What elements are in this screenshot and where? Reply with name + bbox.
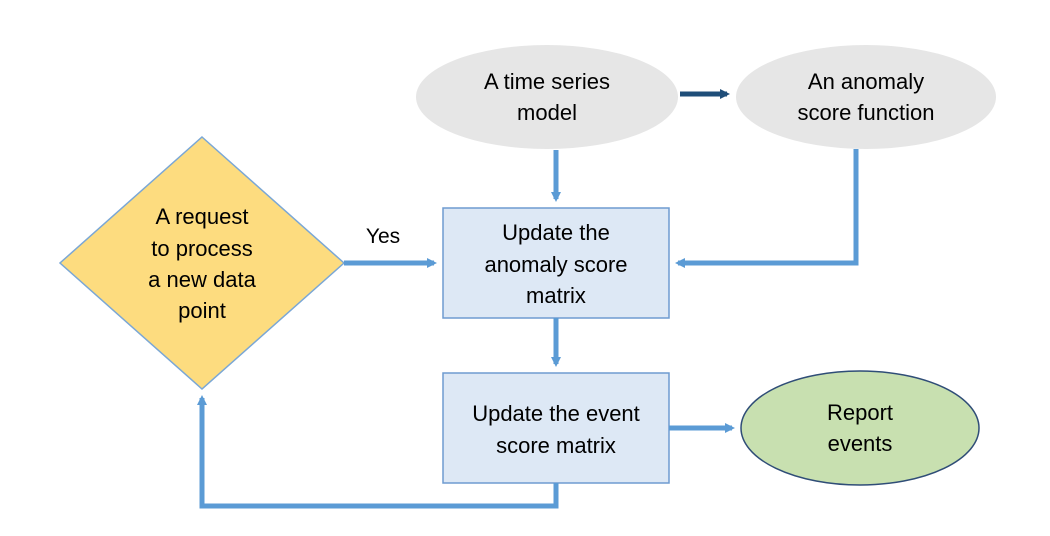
time-series-model-shape: [416, 45, 678, 149]
node-update-anomaly-matrix: Update the anomaly score matrix: [442, 207, 670, 319]
request-decision-label-line1: A request: [156, 204, 249, 229]
request-decision-label-line2: to process: [151, 236, 253, 261]
request-decision-shape: [58, 135, 346, 391]
request-decision-label-line3: a new data: [148, 267, 256, 292]
update-anomaly-matrix-label-line2: anomaly score: [484, 252, 627, 277]
update-event-matrix-label-line2: score matrix: [496, 433, 616, 458]
anomaly-score-function-shape: [736, 45, 996, 149]
node-request-decision: A request to process a new data point: [58, 135, 346, 391]
node-anomaly-score-function: An anomaly score function: [736, 45, 996, 149]
edge-loop-back-to-decision: [197, 395, 559, 509]
yes-label: Yes: [366, 225, 400, 248]
edge-score-function-to-anomaly-matrix: [675, 149, 859, 268]
update-anomaly-matrix-label-line1: Update the: [502, 220, 610, 245]
anomaly-score-function-label-line2: score function: [798, 100, 935, 125]
update-event-matrix-label-line1: Update the event: [472, 401, 640, 426]
report-events-shape: [740, 370, 980, 486]
report-events-label-line2: events: [828, 431, 893, 456]
report-events-label-line1: Report: [827, 400, 893, 425]
node-report-events: Report events: [740, 370, 980, 486]
time-series-model-label-line1: A time series: [484, 69, 610, 94]
node-update-event-matrix: Update the event score matrix: [442, 372, 670, 484]
request-decision-label-line4: point: [178, 298, 226, 323]
anomaly-score-function-label-line1: An anomaly: [808, 69, 924, 94]
time-series-model-label-line2: model: [517, 100, 577, 125]
update-anomaly-matrix-label-line3: matrix: [526, 283, 586, 308]
node-time-series-model: A time series model: [416, 45, 678, 149]
update-event-matrix-shape: [442, 372, 670, 484]
